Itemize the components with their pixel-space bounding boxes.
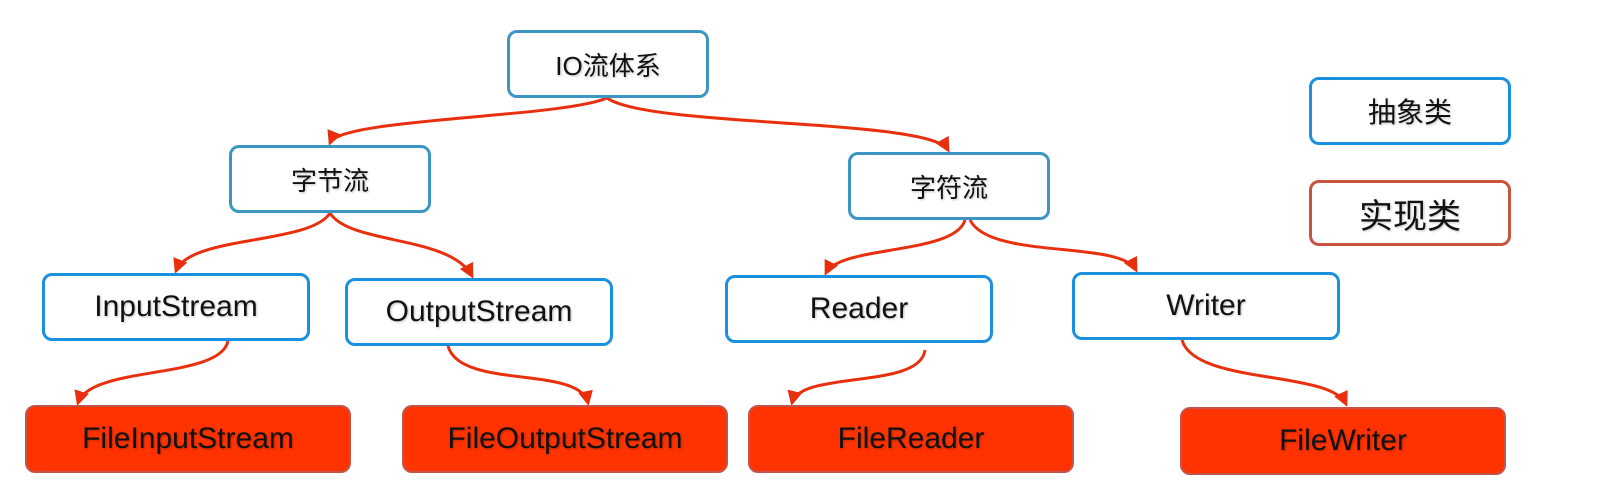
legend-label: 抽象类 — [1367, 97, 1452, 128]
edge-byte-to-outputstream — [328, 212, 474, 279]
node-label: FileInputStream — [82, 422, 294, 455]
node-label: 字符流 — [909, 172, 988, 203]
node-label: FileWriter — [1279, 424, 1407, 457]
node-label: Reader — [809, 292, 909, 325]
node-label: Writer — [1166, 289, 1246, 322]
node-char-stream: 字符流 — [848, 152, 1050, 220]
node-outputstream: OutputStream — [345, 278, 613, 346]
node-label: FileOutputStream — [447, 422, 683, 455]
edge-char-to-writer — [968, 219, 1138, 273]
node-fileinputstream: FileInputStream — [25, 405, 351, 473]
node-label: InputStream — [94, 290, 258, 323]
node-reader: Reader — [725, 275, 993, 343]
node-filewriter: FileWriter — [1180, 407, 1506, 475]
edge-char-to-reader — [824, 219, 967, 276]
node-label: FileReader — [837, 422, 985, 455]
node-root: IO流体系 — [507, 30, 709, 98]
edge-reader-to-filereader — [787, 349, 927, 406]
legend-abstract-class: 抽象类 — [1309, 77, 1511, 145]
node-writer: Writer — [1072, 272, 1340, 340]
edge-root-to-char — [606, 96, 950, 153]
edge-byte-to-inputstream — [173, 212, 332, 274]
edge-writer-to-filewriter — [1180, 339, 1348, 407]
edge-inputstream-to-fileinputstream — [74, 340, 230, 406]
edge-root-to-byte — [327, 96, 608, 146]
node-inputstream: InputStream — [42, 273, 310, 341]
node-filereader: FileReader — [748, 405, 1074, 473]
legend-label: 实现类 — [1359, 197, 1461, 236]
node-byte-stream: 字节流 — [229, 145, 431, 213]
node-label: 字节流 — [290, 165, 369, 196]
edge-outputstream-to-fileoutputstream — [446, 345, 593, 406]
node-label: OutputStream — [385, 295, 573, 328]
node-label: IO流体系 — [555, 50, 661, 81]
legend-implementation-class: 实现类 — [1309, 180, 1511, 246]
node-fileoutputstream: FileOutputStream — [402, 405, 728, 473]
